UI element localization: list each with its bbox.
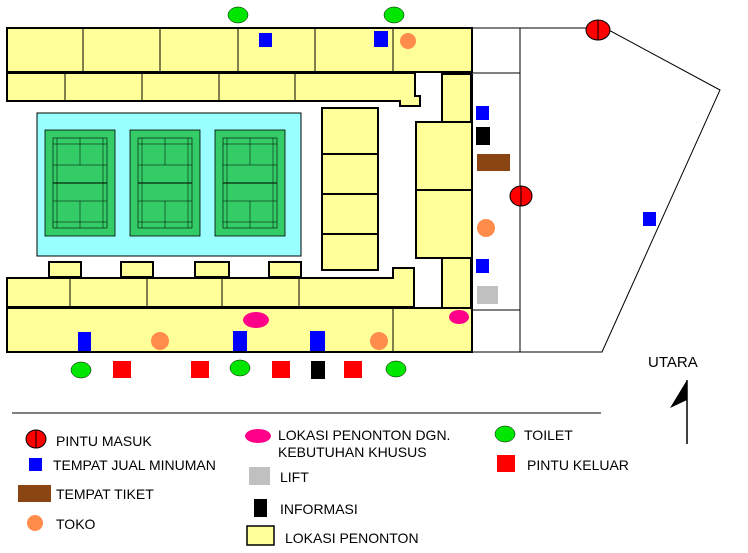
toilet-icon bbox=[385, 360, 407, 378]
north-label: UTARA bbox=[648, 354, 698, 371]
shop-icon bbox=[400, 33, 416, 49]
legend-drink-stall: TEMPAT JUAL MINUMAN bbox=[29, 457, 216, 473]
drink-stall-icon bbox=[476, 259, 489, 273]
drink-stall-markers bbox=[78, 31, 656, 351]
legend-entrance: PINTU MASUK bbox=[25, 429, 152, 449]
legend-shop: TOKO bbox=[27, 515, 96, 532]
legend: PINTU MASUK TEMPAT JUAL MINUMAN TEMPAT T… bbox=[18, 425, 629, 546]
legend-exit: PINTU KELUAR bbox=[497, 455, 629, 473]
toilet-markers bbox=[70, 6, 407, 379]
svg-text:INFORMASI: INFORMASI bbox=[280, 501, 358, 517]
north-indicator: UTARA bbox=[648, 354, 698, 444]
toilet-icon bbox=[229, 359, 251, 377]
information-icon bbox=[476, 127, 490, 145]
info-icon bbox=[311, 361, 325, 379]
toilet-icon bbox=[383, 6, 405, 24]
legend-information: INFORMASI bbox=[254, 499, 358, 517]
drink-stall-icon bbox=[259, 33, 272, 47]
special-needs-icon bbox=[243, 312, 269, 328]
toilet-icon bbox=[227, 6, 249, 24]
exit-icon bbox=[272, 361, 290, 378]
toilet-icon bbox=[494, 425, 516, 443]
drink-stall-icon bbox=[233, 331, 247, 351]
badminton-court-3 bbox=[214, 129, 286, 237]
svg-text:LIFT: LIFT bbox=[280, 469, 309, 485]
drink-stall-icon bbox=[78, 332, 91, 351]
exit-icon bbox=[344, 361, 362, 378]
entrance-icon bbox=[585, 19, 611, 41]
svg-text:TEMPAT TIKET: TEMPAT TIKET bbox=[56, 486, 154, 502]
legend-toilet: TOILET bbox=[494, 425, 573, 443]
shop-icon bbox=[370, 332, 388, 350]
drink-stall-icon bbox=[310, 331, 325, 351]
svg-text:TOKO: TOKO bbox=[56, 516, 96, 532]
lift-icon bbox=[477, 286, 498, 304]
drink-stall-icon bbox=[476, 106, 489, 120]
shop-markers bbox=[151, 33, 495, 350]
lift-icon bbox=[249, 467, 270, 485]
legend-seating: LOKASI PENONTON bbox=[246, 525, 419, 546]
badminton-court-2 bbox=[129, 129, 201, 237]
seating-icon bbox=[246, 525, 275, 546]
special-needs-icon bbox=[245, 429, 271, 443]
shop-icon bbox=[151, 332, 169, 350]
legend-special-needs: LOKASI PENONTON DGN. KEBUTUHAN KHUSUS bbox=[245, 427, 450, 460]
seating-pads bbox=[48, 261, 302, 278]
toilet-icon bbox=[70, 361, 92, 379]
special-needs-icon bbox=[449, 310, 469, 324]
svg-text:LOKASI PENONTON: LOKASI PENONTON bbox=[285, 530, 419, 546]
seating-top bbox=[6, 27, 473, 107]
badminton-court-1 bbox=[44, 129, 116, 237]
entrance-icon bbox=[509, 185, 533, 207]
ticket-icon bbox=[18, 485, 51, 502]
exit-icon bbox=[191, 361, 209, 378]
drink-stall-icon bbox=[643, 212, 656, 226]
shop-icon bbox=[27, 515, 43, 531]
svg-text:LOKASI PENONTON DGN.: LOKASI PENONTON DGN. bbox=[278, 427, 450, 443]
seating-east bbox=[415, 73, 473, 309]
svg-text:TEMPAT JUAL MINUMAN: TEMPAT JUAL MINUMAN bbox=[53, 457, 216, 473]
information-icon bbox=[254, 499, 267, 517]
exit-icon bbox=[113, 361, 131, 378]
svg-text:PINTU KELUAR: PINTU KELUAR bbox=[527, 457, 629, 473]
svg-text:PINTU MASUK: PINTU MASUK bbox=[56, 433, 152, 449]
seating-middle bbox=[321, 107, 379, 271]
exit-icon bbox=[497, 455, 515, 472]
drink-stall-icon bbox=[374, 31, 388, 47]
drink-stall-icon bbox=[29, 458, 42, 471]
exit-markers bbox=[113, 361, 362, 379]
ticket-icon bbox=[477, 154, 510, 171]
shop-icon bbox=[477, 219, 495, 237]
legend-lift: LIFT bbox=[249, 467, 309, 485]
svg-text:KEBUTUHAN KHUSUS: KEBUTUHAN KHUSUS bbox=[278, 444, 427, 460]
north-arrow-icon bbox=[670, 380, 687, 408]
court-area bbox=[36, 112, 302, 257]
entrance-plaza bbox=[471, 27, 721, 353]
svg-text:TOILET: TOILET bbox=[524, 427, 573, 443]
entrance-markers bbox=[509, 19, 611, 207]
legend-ticket: TEMPAT TIKET bbox=[18, 485, 154, 502]
